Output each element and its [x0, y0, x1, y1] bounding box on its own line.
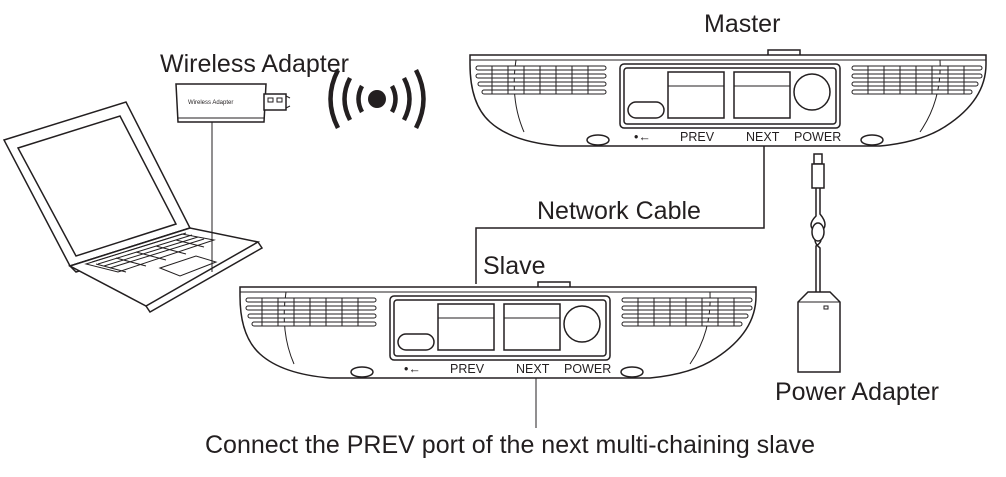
master-label: Master: [704, 10, 780, 38]
power-adapter-label: Power Adapter: [775, 378, 939, 406]
network-cable-label: Network Cable: [537, 197, 701, 225]
laptop-illustration: [2, 101, 264, 313]
bottom-caption: Connect the PREV port of the next multi-…: [205, 431, 815, 459]
master-usb-port-label: •←: [634, 130, 651, 144]
power-adapter-illustration: [797, 153, 841, 373]
master-prev-port-label: PREV: [680, 130, 715, 144]
slave-usb-port-label: •←: [404, 362, 421, 376]
slave-prev-port-label: PREV: [450, 362, 485, 376]
wireless-adapter-illustration: [175, 83, 291, 272]
slave-unit: [239, 281, 757, 379]
slave-label: Slave: [483, 252, 546, 280]
slave-power-port-label: POWER: [564, 362, 611, 376]
wireless-adapter-label: Wireless Adapter: [160, 50, 349, 78]
master-next-port-label: NEXT: [746, 130, 780, 144]
wireless-signal-icon: [328, 68, 426, 130]
network-cable: [475, 146, 765, 284]
master-unit: [469, 49, 987, 147]
wireless-adapter-print: Wireless Adapter: [188, 100, 233, 106]
slave-next-port-label: NEXT: [516, 362, 550, 376]
master-power-port-label: POWER: [794, 130, 841, 144]
